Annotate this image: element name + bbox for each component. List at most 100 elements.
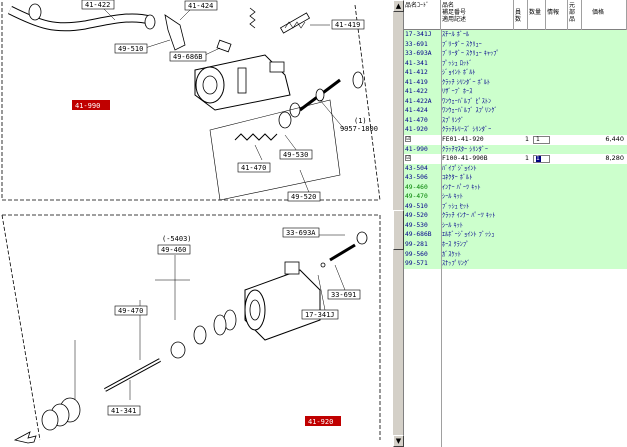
header-qty[interactable]: 数量 — [528, 0, 546, 30]
diagram-scrollbar[interactable]: ▲ ▼ — [392, 0, 404, 447]
svg-text:49-510: 49-510 — [118, 45, 143, 53]
part-code[interactable]: 43-504 — [405, 164, 428, 172]
header-original[interactable]: 元部品 — [568, 0, 582, 30]
part-code[interactable]: 99-281 — [405, 241, 428, 249]
header-price[interactable]: 価格 — [582, 0, 627, 30]
quantity-input[interactable]: 1 — [533, 155, 550, 164]
row-checkbox[interactable]: ☑ — [405, 136, 411, 143]
part-name: ﾌﾟｯｼｭ ﾛｯﾄﾞ — [442, 59, 473, 67]
parts-list-header: 品名ｺｰﾄﾞ 品名 補足番号 適用記述 員数 数量 情報 元部品 価格 — [404, 0, 627, 30]
table-row[interactable]: 49-470 ｼｰﾙ ｷｯﾄ — [404, 192, 627, 202]
part-name: ｸﾗｯﾁ ｼﾘﾝﾀﾞｰ ﾎﾞﾙﾄ — [442, 78, 491, 86]
svg-text:33-693A: 33-693A — [286, 229, 316, 237]
part-code[interactable]: 41-412 — [405, 69, 428, 77]
diagram-svg[interactable]: 41-422 41-424 41-419 49-510 49-686B 41-9… — [0, 0, 392, 447]
table-row[interactable]: 33-693A ﾌﾞﾘｰﾀﾞｰ ｽｸﾘｭｰ ｷｬｯﾌﾟ — [404, 49, 627, 59]
table-row[interactable]: 41-341 ﾌﾟｯｼｭ ﾛｯﾄﾞ — [404, 58, 627, 69]
part-code[interactable]: 33-693A — [405, 50, 432, 58]
part-code[interactable]: 49-520 — [405, 212, 428, 220]
part-name: ｼｰﾙ ｷｯﾄ — [442, 193, 463, 201]
callout-33-693A: 33-693A — [282, 227, 320, 238]
part-code[interactable]: 41-424 — [405, 107, 428, 115]
part-code[interactable]: 99-560 — [405, 250, 428, 258]
table-row[interactable]: 41-419 ｸﾗｯﾁ ｼﾘﾝﾀﾞｰ ﾎﾞﾙﾄ — [404, 77, 627, 88]
svg-text:41-419: 41-419 — [335, 21, 360, 29]
part-code[interactable]: 41-419 — [405, 78, 428, 86]
quantity-input[interactable]: 1 — [533, 136, 550, 145]
header-name[interactable]: 品名 補足番号 適用記述 — [441, 0, 514, 30]
header-info[interactable]: 情報 — [546, 0, 568, 30]
part-code[interactable]: 41-341 — [405, 59, 428, 67]
parts-list[interactable]: 品名ｺｰﾄﾞ 品名 補足番号 適用記述 員数 数量 情報 元部品 価格 17-3… — [404, 0, 627, 447]
table-row[interactable]: 43-504 ﾊﾞｲﾌﾟｼﾞｮｲﾝﾄ — [404, 163, 627, 174]
hose-clamp-right — [144, 14, 156, 30]
part-code[interactable]: 49-510 — [405, 202, 428, 210]
part-code[interactable]: 41-920 — [405, 126, 428, 134]
part-name: ｶﾞｽｹｯﾄ — [442, 250, 461, 258]
callout-49-686B: 49-686B — [169, 51, 207, 62]
part-code[interactable]: 41-990 — [405, 145, 428, 153]
part-name: ﾌﾞﾘｰﾀﾞｰ ｽｸﾘｭｰ — [442, 40, 482, 48]
header-count[interactable]: 員数 — [514, 0, 528, 30]
table-row[interactable]: 99-560 ｶﾞｽｹｯﾄ — [404, 249, 627, 260]
part-name: ﾜﾝｳｪｰﾊﾞﾙﾌﾞ ﾋﾟｽﾄﾝ — [442, 97, 492, 105]
scroll-down-arrow-icon[interactable]: ▼ — [393, 435, 404, 447]
callout-41-470: 41-470 — [237, 162, 271, 173]
part-code[interactable]: 41-422 — [405, 88, 428, 96]
table-row[interactable]: 33-691 ﾌﾞﾘｰﾀﾞｰ ｽｸﾘｭｰ — [404, 39, 627, 50]
header-code[interactable]: 品名ｺｰﾄﾞ — [404, 0, 441, 30]
table-row[interactable]: 41-422A ﾜﾝｳｪｰﾊﾞﾙﾌﾞ ﾋﾟｽﾄﾝ — [404, 96, 627, 107]
quantity-value: 1 — [536, 136, 540, 144]
part-code[interactable]: 49-530 — [405, 221, 428, 229]
part-code[interactable]: 49-470 — [405, 193, 428, 201]
seal-kit — [170, 309, 237, 359]
callout-49-460: 49-460 — [157, 244, 191, 255]
part-code[interactable]: 99-571 — [405, 260, 428, 268]
hose-clamp-left — [28, 3, 42, 21]
table-row[interactable]: 41-424 ﾜﾝｳｪｰﾊﾞﾙﾌﾞ ｽﾌﾟﾘﾝｸﾞ — [404, 106, 627, 116]
part-name: ﾜﾝｳｪｰﾊﾞﾙﾌﾞ ｽﾌﾟﾘﾝｸﾞ — [442, 107, 498, 115]
parts-diagram[interactable]: 41-422 41-424 41-419 49-510 49-686B 41-9… — [0, 0, 392, 447]
part-name: ﾌﾞﾘｰﾀﾞｰ ｽｸﾘｭｰ ｷｬｯﾌﾟ — [442, 50, 500, 58]
part-code[interactable]: 43-506 — [405, 174, 428, 182]
part-name: ﾊﾞｲﾌﾟｼﾞｮｲﾝﾄ — [442, 164, 477, 172]
part-name: ｲﾝﾅｰ ﾊﾟｰﾂ ｷｯﾄ — [442, 183, 481, 191]
piston-assembly — [234, 102, 301, 141]
part-code[interactable]: 41-470 — [405, 116, 428, 124]
header-name-line1: 品名 — [442, 2, 455, 9]
svg-text:41-424: 41-424 — [188, 2, 213, 10]
row-checkbox[interactable]: ☑ — [405, 155, 411, 162]
part-code[interactable]: 49-460 — [405, 183, 428, 191]
scroll-thumb[interactable] — [393, 210, 404, 250]
callout-note-1: (1) — [354, 117, 367, 125]
scroll-up-arrow-icon[interactable]: ▲ — [393, 0, 404, 12]
part-code[interactable]: 17-341J — [405, 31, 432, 38]
front-arrow-icon — [13, 431, 37, 444]
svg-text:41-341: 41-341 — [111, 407, 136, 415]
part-code[interactable]: 33-691 — [405, 40, 428, 48]
svg-text:41-422: 41-422 — [85, 1, 110, 9]
kit-outline — [209, 99, 341, 201]
part-code[interactable]: 49-686B — [405, 231, 432, 239]
svg-text:17-341J: 17-341J — [305, 311, 335, 319]
price: 6,440 — [605, 135, 624, 144]
table-row[interactable]: 49-460 ｲﾝﾅｰ ﾊﾟｰﾂ ｷｯﾄ — [404, 182, 627, 193]
callout-41-424: 41-424 — [184, 0, 218, 11]
part-code[interactable]: 41-422A — [405, 97, 432, 105]
part-number: FE01-41-920 — [442, 136, 484, 144]
